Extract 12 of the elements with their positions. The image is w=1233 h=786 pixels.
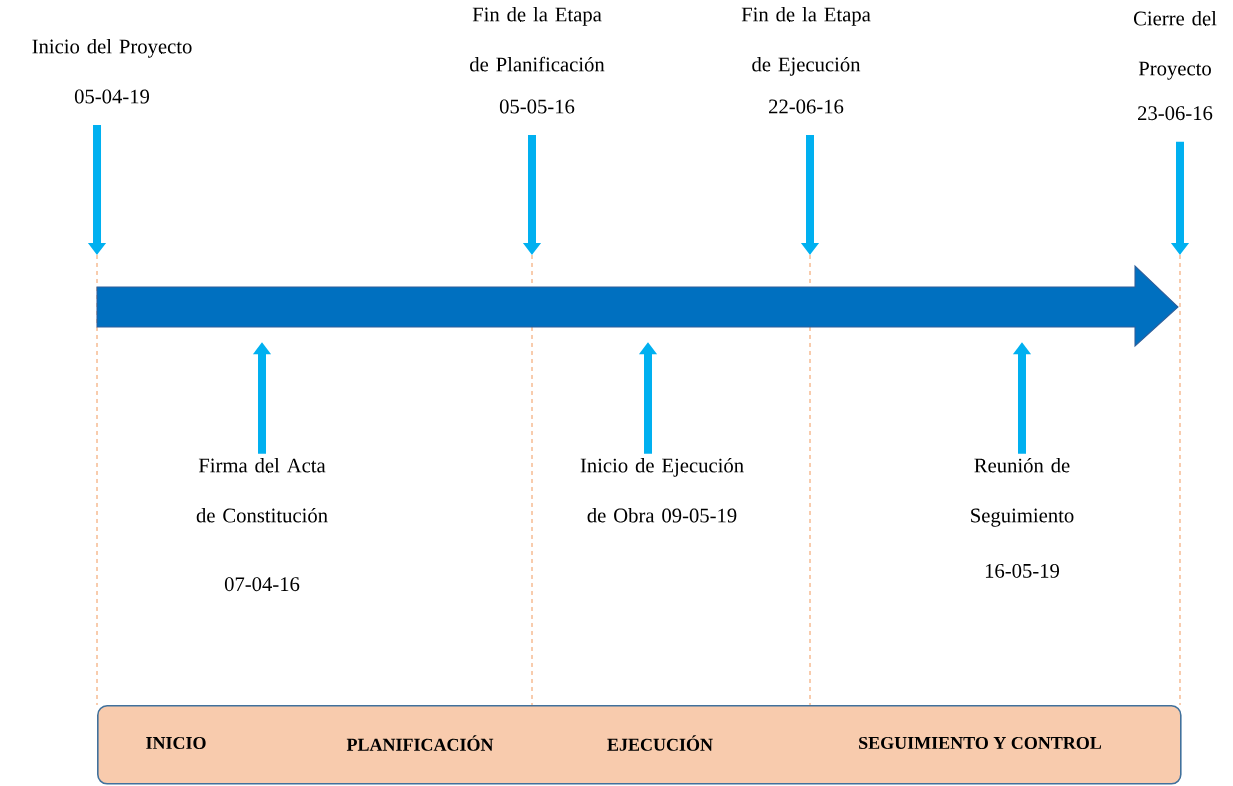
phase-label: EJECUCIÓN	[607, 735, 713, 751]
milestone-label: Firma del Acta de Constitución 07-04-16	[196, 457, 328, 592]
milestone-label: Cierre del Proyecto 23-06-16	[1133, 10, 1217, 121]
milestone-label: Fin de la Etapa de Ejecución 22-06-16	[741, 6, 871, 114]
milestone-label: Inicio del Proyecto 05-04-19	[32, 38, 192, 104]
milestone-label: Reunión de Seguimiento 16-05-19	[971, 457, 1074, 578]
timeline-arrow	[96, 264, 1179, 348]
phase-label: SEGUIMIENTO Y CONTROL	[859, 736, 1102, 750]
milestone-label: Fin de la Etapa de Planificación 05-05-16	[470, 6, 605, 114]
phase-label: INICIO	[146, 736, 206, 750]
phase-label: PLANIFICACIÓN	[346, 735, 494, 751]
milestone-label: Inicio de Ejecución de Obra 09-05-19	[580, 457, 744, 523]
